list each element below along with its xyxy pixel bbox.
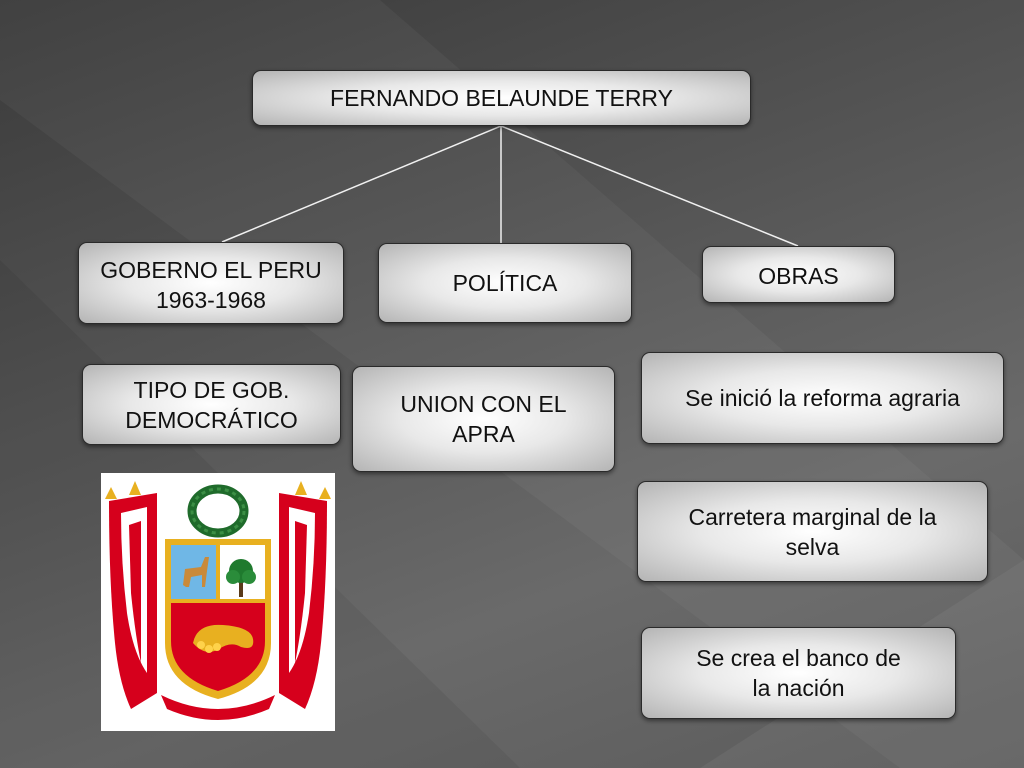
branch-node-obras: OBRAS [702,246,895,303]
connector-root-gobierno [221,125,502,243]
branch-node-obras-label: OBRAS [758,263,839,289]
detail-node-tipo-gobierno: TIPO DE GOB. DEMOCRÁTICO [82,364,341,445]
detail-node-union-apra-label: UNION CON EL APRA [400,391,567,447]
root-node: FERNANDO BELAUNDE TERRY [252,70,751,126]
branch-node-gobierno: GOBERNO EL PERU 1963-1968 [78,242,344,324]
root-node-label: FERNANDO BELAUNDE TERRY [330,85,673,111]
branch-node-politica: POLÍTICA [378,243,632,323]
peru-coat-of-arms-icon [101,473,335,731]
detail-node-banco-nacion: Se crea el banco de la nación [641,627,956,719]
branch-node-gobierno-label: GOBERNO EL PERU 1963-1968 [100,257,322,313]
detail-node-tipo-gobierno-label: TIPO DE GOB. DEMOCRÁTICO [125,376,298,433]
branch-node-politica-label: POLÍTICA [452,270,558,296]
detail-node-carretera-marginal: Carretera marginal de la selva [637,481,988,582]
detail-node-reforma-agraria-label: Se inició la reforma agraria [685,385,960,411]
detail-node-reforma-agraria: Se inició la reforma agraria [641,352,1004,444]
detail-node-banco-nacion-label: Se crea el banco de la nación [696,645,901,701]
detail-node-union-apra: UNION CON EL APRA [352,366,615,472]
connector-root-obras [500,125,799,247]
detail-node-carretera-marginal-label: Carretera marginal de la selva [688,503,937,560]
